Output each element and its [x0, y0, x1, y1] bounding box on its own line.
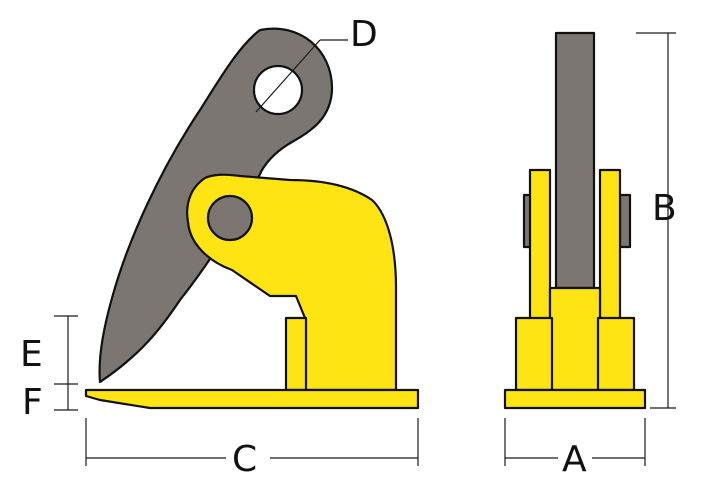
left-lower-block [514, 316, 554, 392]
right-bolt-head [618, 193, 632, 249]
yellow-base-plate [84, 388, 420, 410]
right-lower-block [596, 316, 636, 392]
yellow-center-block [548, 286, 602, 392]
front-view [503, 31, 647, 410]
dimension-lines [54, 32, 676, 466]
label-b: B [652, 188, 677, 229]
label-e: E [20, 334, 43, 375]
gray-cam-front [554, 31, 596, 290]
label-c: C [232, 439, 257, 480]
yellow-pivot-pin [206, 194, 254, 242]
yellow-inner-plate [284, 316, 308, 392]
label-a: A [562, 439, 587, 480]
label-d: D [350, 14, 378, 55]
side-view [84, 27, 420, 410]
gray-cam-hole [252, 64, 304, 116]
label-f: F [22, 382, 43, 423]
dimension-labels: D B C A E F [20, 14, 677, 480]
front-base-plate [503, 388, 647, 410]
